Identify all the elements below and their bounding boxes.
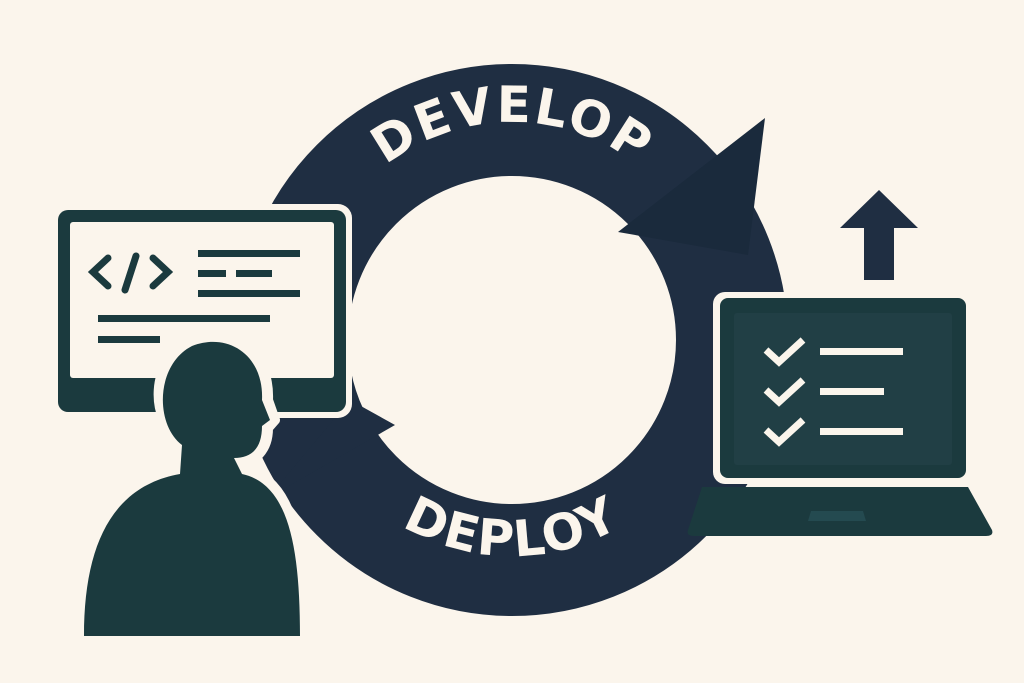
checklist-icon: [763, 337, 806, 447]
code-icon: [87, 252, 174, 294]
code-lines: [98, 250, 300, 343]
person-icon: [73, 330, 310, 645]
laptop-trackpad: [808, 511, 866, 521]
laptop: [687, 292, 993, 536]
upload-arrow-icon: [840, 190, 918, 280]
deploy-arrowhead: [268, 400, 395, 498]
develop-arrowhead: [618, 118, 765, 255]
developer-monitor: [52, 204, 352, 418]
